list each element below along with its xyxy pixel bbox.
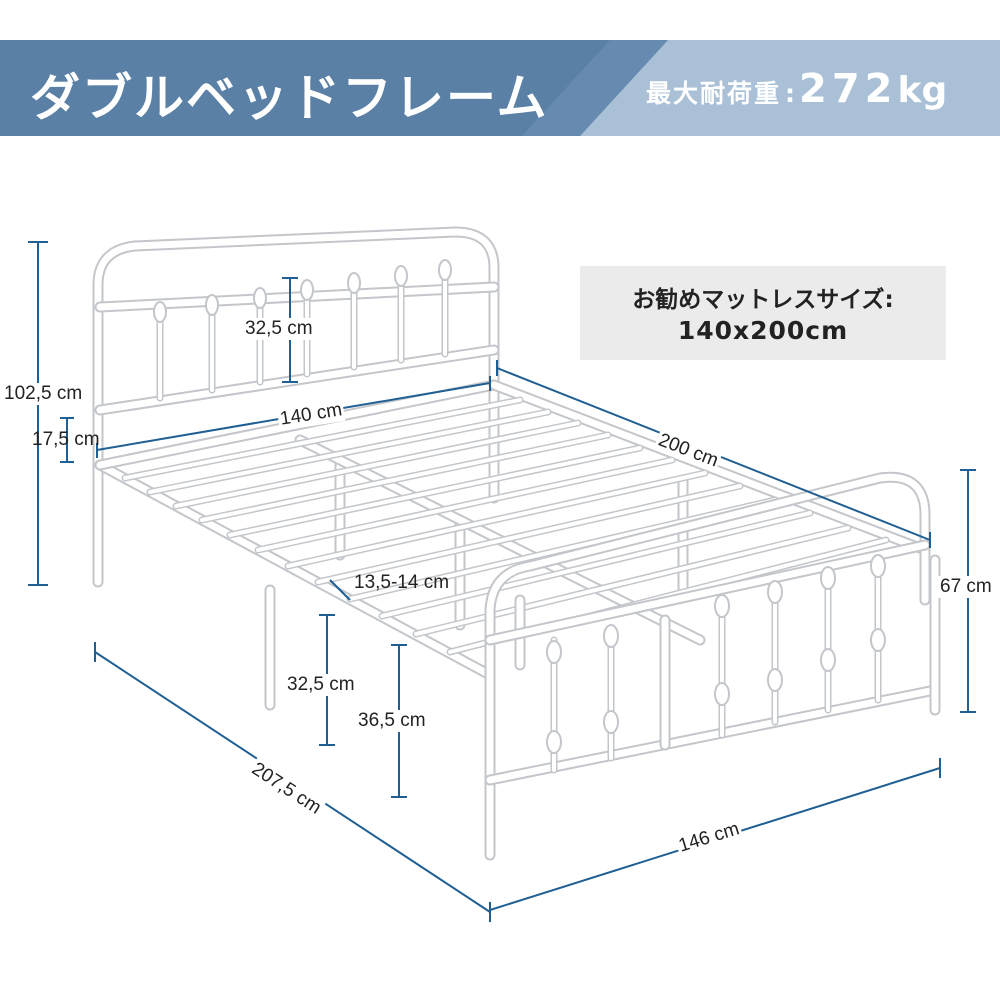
dim-footboard-height: 67 cm xyxy=(938,576,994,598)
slats xyxy=(121,396,890,656)
footboard-spindles xyxy=(546,554,886,774)
mattress-size-value: 140x200cm xyxy=(677,316,849,345)
dim-leg-clearance: 17,5 cm xyxy=(32,429,100,450)
banner-background xyxy=(0,40,1000,136)
headboard xyxy=(92,226,500,588)
max-load-separator: : xyxy=(785,79,796,108)
dim-underbed-inner: 32,5 cm xyxy=(285,674,357,696)
header-banner xyxy=(0,40,1000,136)
max-load-label: 最大耐荷重 xyxy=(646,79,782,108)
max-load-unit: kg xyxy=(897,70,948,111)
max-load-value: 272 xyxy=(799,66,898,112)
dim-underbed-outer: 36,5 cm xyxy=(356,710,428,732)
dim-slat-gap: 13,5-14 cm xyxy=(354,572,450,593)
dim-headboard-rail-gap: 32,5 cm xyxy=(243,318,315,340)
footboard xyxy=(484,471,941,861)
recommended-mattress-box: お勧めマットレスサイズ: 140x200cm xyxy=(580,266,946,360)
dim-total-height: 102,5 cm xyxy=(2,383,85,405)
max-load-info: 最大耐荷重:272kg xyxy=(646,66,947,112)
mattress-size-label: お勧めマットレスサイズ: xyxy=(632,287,894,313)
page-title: ダブルベッドフレーム xyxy=(30,69,549,127)
